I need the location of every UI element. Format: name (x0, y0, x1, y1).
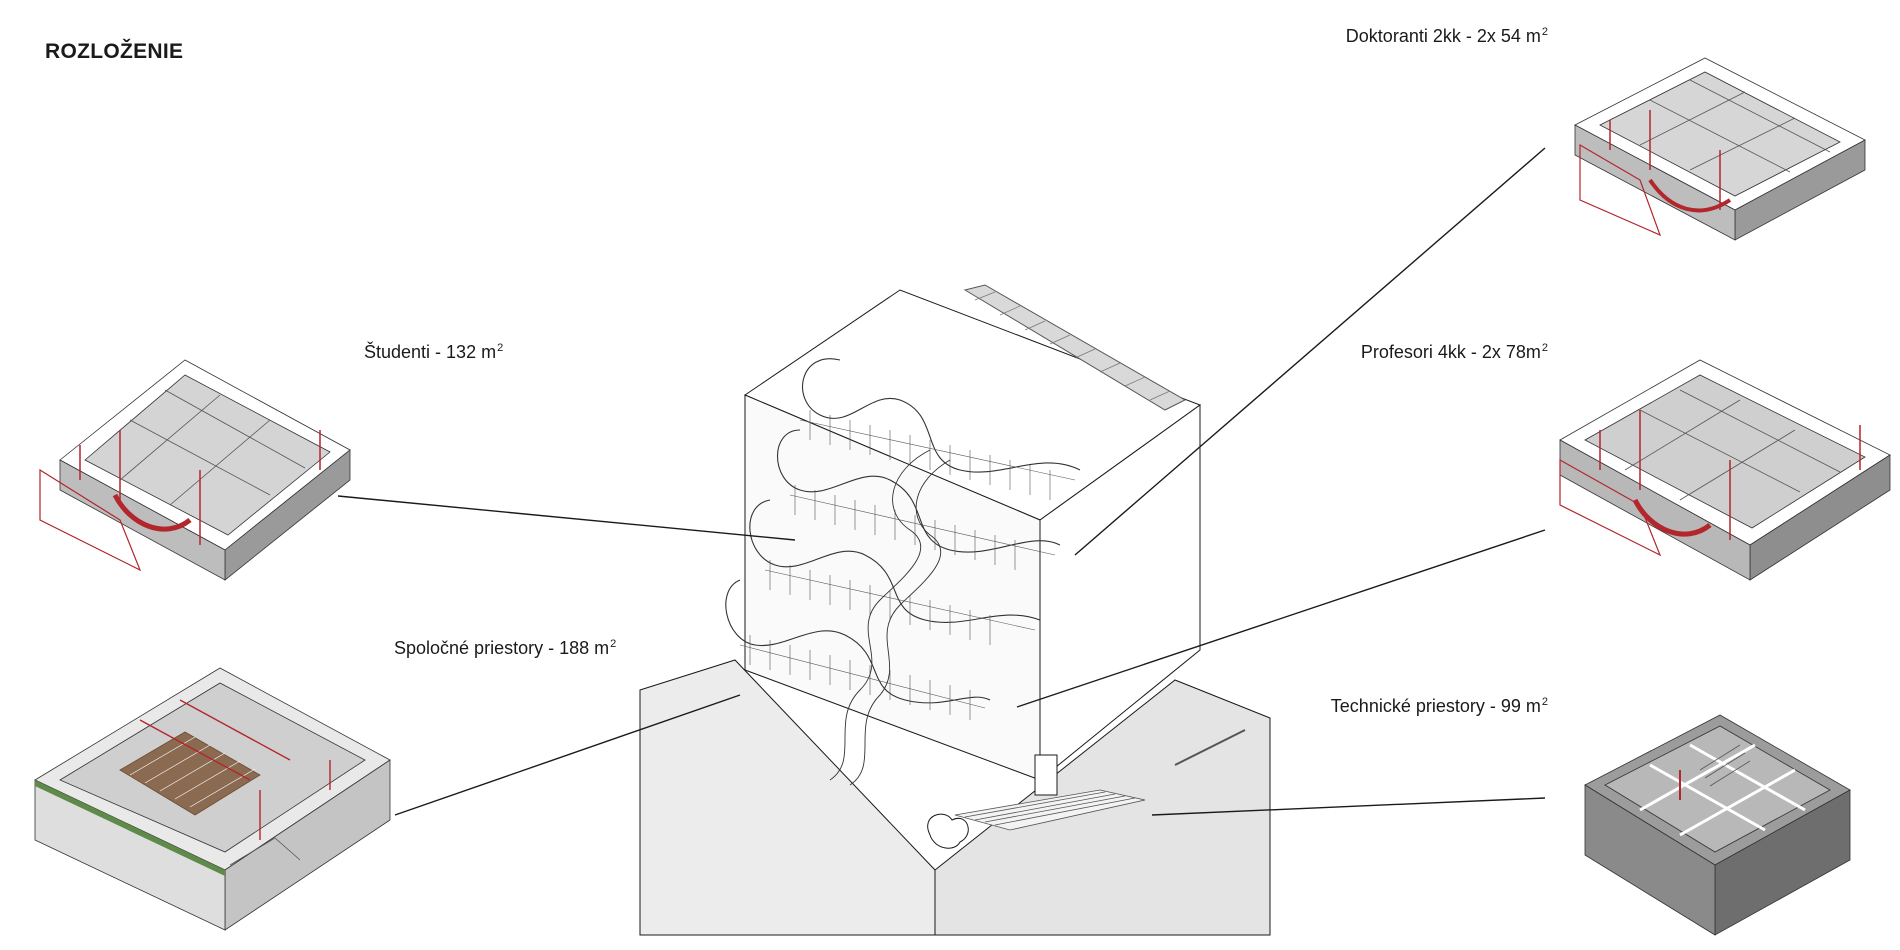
plan-technicke (1584, 714, 1851, 936)
unit-superscript: 2 (610, 638, 617, 650)
balcony-bands (725, 358, 1081, 704)
label-technicke-text: Technické priestory - 99 m (1330, 696, 1541, 716)
label-doktoranti: Doktoranti 2kk - 2x 54 m2 (1346, 26, 1548, 47)
label-profesori: Profesori 4kk - 2x 78m2 (1361, 342, 1548, 363)
plan-doktoranti (1574, 57, 1866, 241)
spiral-stair (829, 449, 951, 786)
label-studenti-text: Študenti - 132 m (364, 342, 497, 362)
leader-studenti (337, 495, 796, 541)
unit-superscript: 2 (1541, 696, 1548, 708)
unit-superscript: 2 (1541, 26, 1548, 38)
label-technicke: Technické priestory - 99 m2 (1331, 696, 1548, 717)
unit-superscript: 2 (497, 342, 504, 354)
label-doktoranti-text: Doktoranti 2kk - 2x 54 m (1345, 26, 1541, 46)
leader-technicke (1151, 797, 1546, 816)
plan-profesori (1559, 359, 1891, 581)
plan-spolocne (34, 667, 391, 931)
label-spolocne-text: Spoločné priestory - 188 m (394, 638, 610, 658)
roof-glazing (963, 284, 1187, 411)
label-spolocne: Spoločné priestory - 188 m2 (394, 638, 616, 659)
entrance-ramp (954, 729, 1246, 831)
leader-spolocne (394, 694, 741, 816)
leader-lines (337, 147, 1546, 816)
entrance-door (1034, 754, 1058, 796)
label-profesori-text: Profesori 4kk - 2x 78m (1360, 342, 1541, 362)
central-building (639, 284, 1271, 936)
page-title: ROZLOŽENIE (45, 40, 184, 63)
tree-icon (927, 813, 969, 849)
label-studenti: Študenti - 132 m2 (364, 342, 503, 363)
unit-superscript: 2 (1541, 342, 1548, 354)
plan-studenti (39, 359, 351, 581)
leader-doktoranti (1074, 147, 1546, 556)
leader-profesori (1016, 529, 1546, 708)
